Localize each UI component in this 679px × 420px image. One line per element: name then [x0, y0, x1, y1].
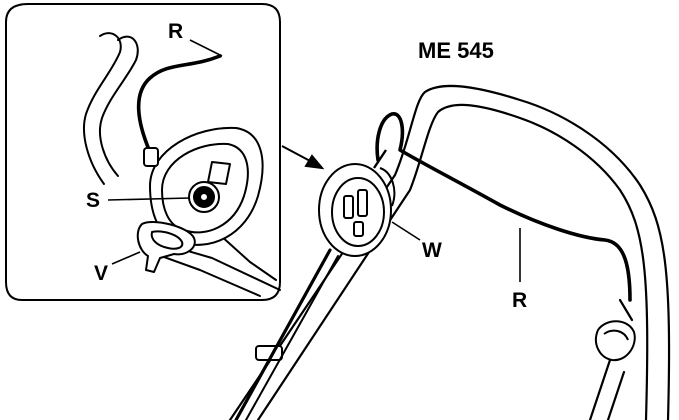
- lower-tube-cables: [234, 248, 339, 420]
- leader-lines: [107, 39, 521, 282]
- label-switch: S: [86, 189, 100, 212]
- inset-cable: [136, 54, 222, 154]
- handle-clip: [594, 320, 636, 362]
- label-cable-main: R: [512, 289, 527, 312]
- cable-hook: [136, 220, 196, 273]
- main-cable: [375, 112, 634, 322]
- mower-handle-frame: [228, 84, 671, 420]
- label-cable-hook: V: [94, 262, 108, 285]
- switch-body: [143, 126, 264, 246]
- detail-inset: [5, 3, 281, 301]
- label-plug-socket: W: [422, 239, 442, 262]
- model-title: ME 545: [418, 38, 494, 63]
- plug-socket-housing: [318, 149, 396, 257]
- pointer-arrow: [281, 145, 325, 170]
- label-cable-inset: R: [168, 20, 183, 43]
